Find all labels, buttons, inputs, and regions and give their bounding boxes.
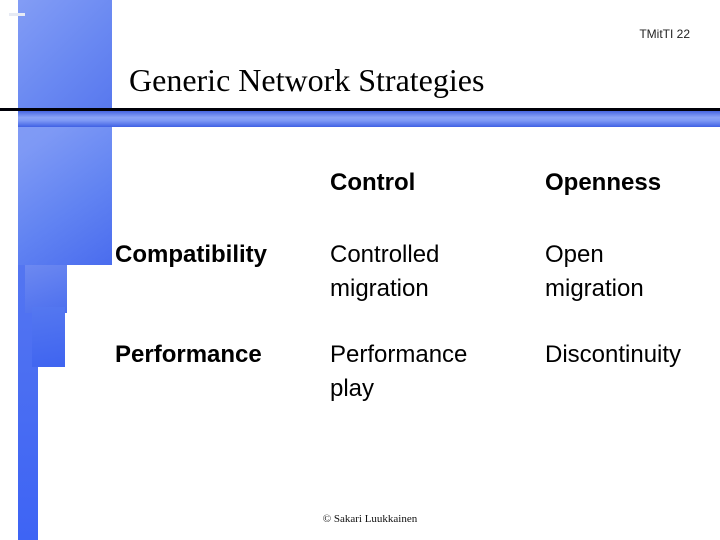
cell-open-migration: Open migration: [545, 241, 644, 302]
copyright-text: © Sakari Luukkainen: [322, 513, 418, 525]
page-title: Generic Network Strategies: [129, 62, 485, 98]
cell-controlled-migration: Controlled migration: [330, 241, 440, 302]
left-accent-block-top: [18, 0, 112, 109]
row-label-performance: Performance: [115, 341, 262, 368]
title-rule-black: [0, 108, 720, 111]
left-accent-block-3: [25, 265, 67, 313]
slide-id-label: TMitTI 22: [639, 27, 690, 41]
cell-performance-play: Performance play: [330, 341, 468, 402]
cell-discontinuity: Discontinuity: [545, 341, 682, 368]
column-header-openness: Openness: [545, 169, 662, 196]
corner-tick-mark: [9, 13, 25, 16]
title-rule-blue: [18, 111, 720, 127]
strategy-matrix: Control Openness Compatibility Controlle…: [115, 166, 715, 406]
left-accent-block-4: [32, 307, 65, 367]
row-label-compatibility: Compatibility: [115, 241, 268, 268]
column-header-control: Control: [330, 169, 416, 196]
left-accent-block-2: [18, 111, 112, 265]
